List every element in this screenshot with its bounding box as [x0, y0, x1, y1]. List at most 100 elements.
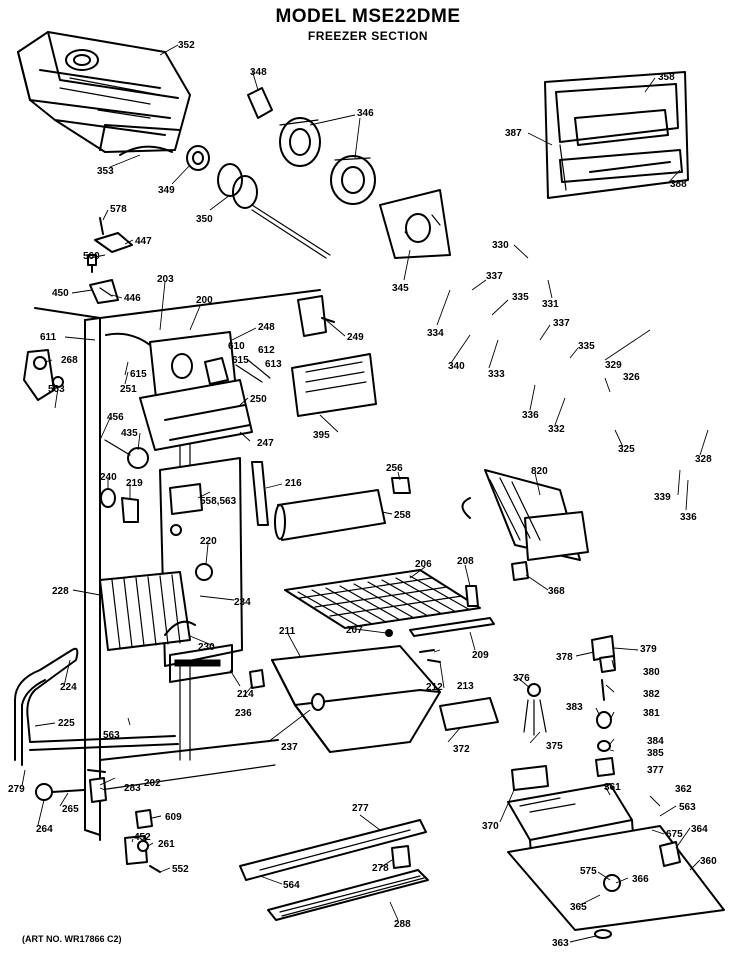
callout-200: 200	[196, 295, 213, 306]
callout-228: 228	[52, 586, 69, 597]
cabinet-liner-drawing	[34, 289, 321, 841]
fan-assembly-drawing	[105, 331, 271, 399]
bracket-345-drawing	[379, 189, 451, 259]
callout-388: 388	[670, 179, 687, 190]
callout-364: 364	[691, 824, 708, 835]
hinge-parts-drawing	[87, 217, 133, 304]
callout-209: 209	[472, 650, 489, 661]
callout-288: 288	[394, 919, 411, 930]
callout-383: 383	[566, 702, 583, 713]
callout-202: 202	[144, 778, 161, 789]
wiring-376-375-drawing	[523, 683, 547, 736]
callout-609: 609	[165, 812, 182, 823]
callout-236: 236	[235, 708, 252, 719]
callout-216: 216	[285, 478, 302, 489]
foot-363-drawing	[594, 929, 612, 939]
callout-610: 610	[228, 341, 245, 352]
callout-208: 208	[457, 556, 474, 567]
callout-350: 350	[196, 214, 213, 225]
clip-278-drawing	[391, 845, 411, 869]
rail-209-drawing	[409, 617, 495, 637]
pan-211-drawing	[271, 645, 441, 753]
bail-drawing	[119, 145, 173, 156]
cover-372-drawing	[439, 697, 499, 731]
callout-345: 345	[392, 283, 409, 294]
callout-256: 256	[386, 463, 403, 474]
callout-560: 560	[83, 251, 100, 262]
callout-331: 331	[542, 299, 559, 310]
light-socket-drawing	[100, 439, 149, 523]
callout-211: 211	[279, 626, 296, 637]
art-number: (ART NO. WR17866 C2)	[22, 934, 122, 944]
clip-208-drawing	[465, 585, 479, 607]
ice-bucket-drawing	[17, 31, 191, 153]
callout-224: 224	[60, 682, 77, 693]
duct-250-247-drawing	[139, 379, 253, 451]
callout-258: 258	[394, 510, 411, 521]
callout-212: 212	[426, 682, 443, 693]
callout-251: 251	[120, 384, 137, 395]
callout-230: 230	[198, 642, 215, 653]
callout-203: 203	[157, 274, 174, 285]
grommet-220-drawing	[195, 563, 213, 581]
callout-329: 329	[605, 360, 622, 371]
roller-264-drawing	[35, 777, 107, 803]
callout-435: 435	[121, 428, 138, 439]
callout-375: 375	[546, 741, 563, 752]
gear-drawing	[186, 145, 210, 171]
callout-325: 325	[618, 444, 635, 455]
clip-236-drawing	[249, 669, 265, 689]
callout-820: 820	[531, 466, 548, 477]
callout-370: 370	[482, 821, 499, 832]
callout-336-b: 336	[680, 512, 697, 523]
callout-337-b: 337	[553, 318, 570, 329]
callout-575: 575	[580, 866, 597, 877]
thermostat-268-drawing	[23, 349, 64, 401]
callout-384: 384	[647, 736, 664, 747]
callout-352: 352	[178, 40, 195, 51]
callout-387: 387	[505, 128, 522, 139]
callout-225: 225	[58, 718, 75, 729]
drain-tube-drawing	[14, 647, 179, 766]
callout-213: 213	[457, 681, 474, 692]
callout-277: 277	[352, 803, 369, 814]
callout-261: 261	[158, 839, 175, 850]
bracket-249-drawing	[297, 295, 335, 337]
callout-335-a: 335	[512, 292, 529, 303]
callout-381: 381	[643, 708, 660, 719]
callout-214: 214	[237, 689, 254, 700]
callout-265: 265	[62, 804, 79, 815]
callout-447: 447	[135, 236, 152, 247]
callout-220: 220	[200, 536, 217, 547]
callout-395: 395	[313, 430, 330, 441]
ice-door-drawing	[544, 71, 689, 199]
callout-206: 206	[415, 559, 432, 570]
callout-334: 334	[427, 328, 444, 339]
callout-264: 264	[36, 824, 53, 835]
strip-216-drawing	[251, 461, 269, 526]
callout-353: 353	[97, 166, 114, 177]
callout-207: 207	[346, 625, 363, 636]
auger-coupler-drawing	[217, 163, 331, 259]
callout-563-b: 563	[103, 730, 120, 741]
callout-563-a: 563	[48, 384, 65, 395]
auger-346-drawing	[279, 117, 376, 205]
callout-379: 379	[640, 644, 657, 655]
callout-446: 446	[124, 293, 141, 304]
callout-378: 378	[556, 652, 573, 663]
icemaker-820-drawing	[461, 469, 589, 561]
screw-207-drawing	[385, 629, 393, 637]
callout-249: 249	[347, 332, 364, 343]
callout-336-a: 336	[522, 410, 539, 421]
callout-368: 368	[548, 586, 565, 597]
callout-552: 552	[172, 864, 189, 875]
callout-452: 452	[134, 832, 151, 843]
callout-349: 349	[158, 185, 175, 196]
callout-612: 612	[258, 345, 275, 356]
callout-380: 380	[643, 667, 660, 678]
callout-611: 611	[40, 332, 57, 343]
callout-358: 358	[658, 72, 675, 83]
callout-340: 340	[448, 361, 465, 372]
callout-283: 283	[124, 783, 141, 794]
